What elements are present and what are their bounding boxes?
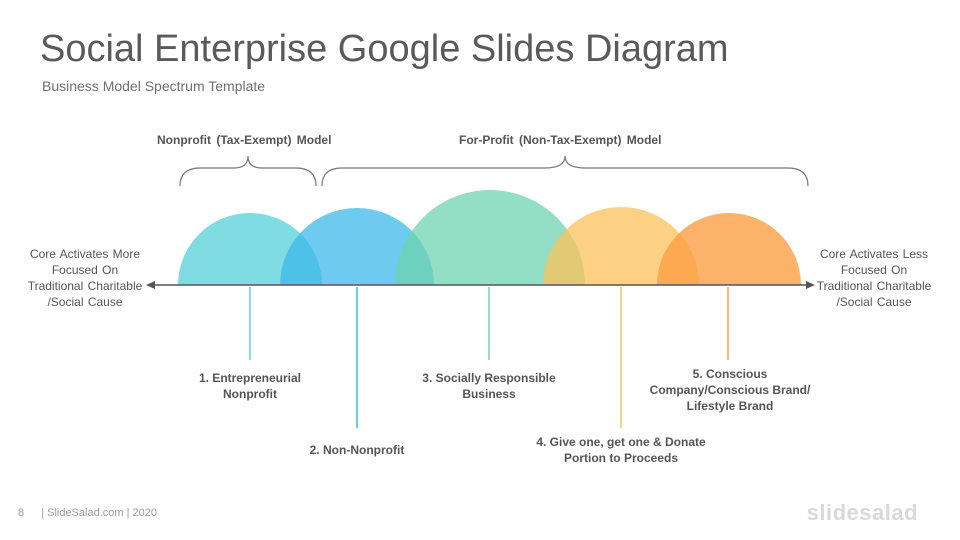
item-label-socially-responsible: 3. Socially Responsible Business [422,371,556,401]
footer-text: | SlideSalad.com | 2020 [41,507,157,519]
axis-arrow-right [806,281,815,289]
axis-arrow-left [146,281,155,289]
right-description: Core Activates Less Focused On Tradition… [816,247,932,309]
item-label-give-one-get-one: 4. Give one, get one & Donate Portion to… [536,435,706,465]
footer: 8 | SlideSalad.com | 2020 [18,507,157,519]
item-label-non-nonprofit: 2. Non-Nonprofit [309,443,405,457]
item-label-entrepreneurial-nonprofit: 1. Entrepreneurial Nonprofit [198,371,302,401]
forprofit-model-label: For-Profit (Non-Tax-Exempt) Model [459,133,662,147]
nonprofit-brace [179,155,317,187]
page-title: Social Enterprise Google Slides Diagram [40,28,729,70]
nonprofit-model-label: Nonprofit (Tax-Exempt) Model [157,133,332,147]
page-number: 8 [18,507,25,519]
semicircle-conscious-company [657,213,801,285]
item-label-conscious-company: 5. Conscious Company/Conscious Brand/ Li… [649,367,811,413]
semicircle-non-nonprofit [280,208,434,285]
page-subtitle: Business Model Spectrum Template [42,78,266,94]
semicircle-socially-responsible [395,190,585,285]
brand-logo: slidesalad [806,500,918,525]
left-description: Core Activates More Focused On Tradition… [27,247,143,309]
forprofit-brace [321,155,809,187]
